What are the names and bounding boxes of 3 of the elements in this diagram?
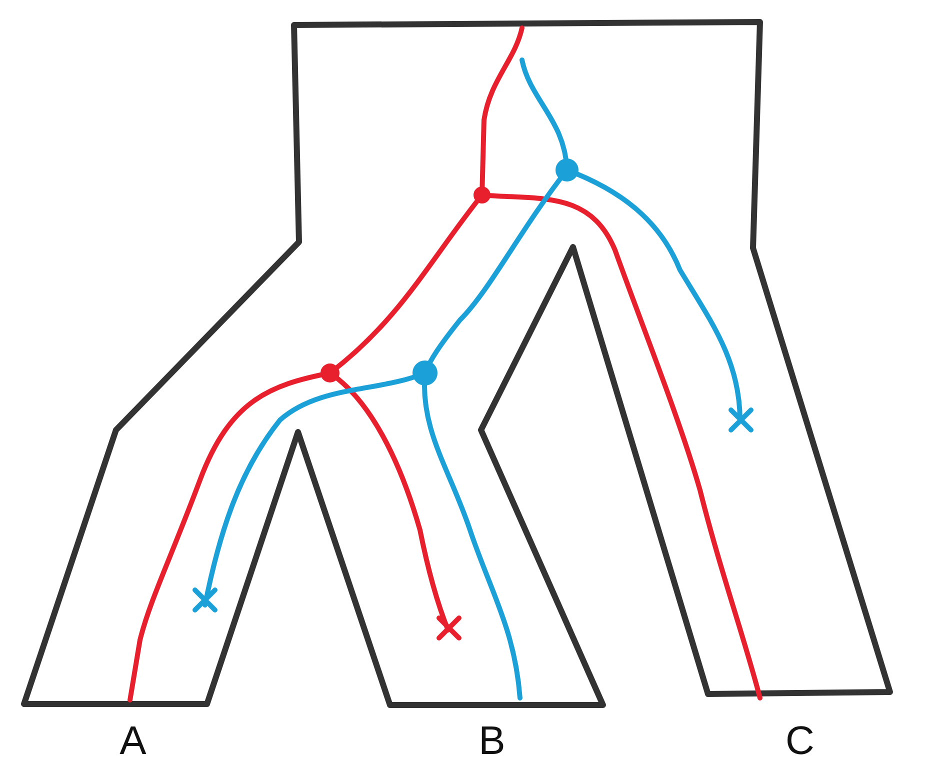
species-label: A [118,718,148,764]
species-label: B [478,718,506,764]
species-label: C [784,718,816,764]
